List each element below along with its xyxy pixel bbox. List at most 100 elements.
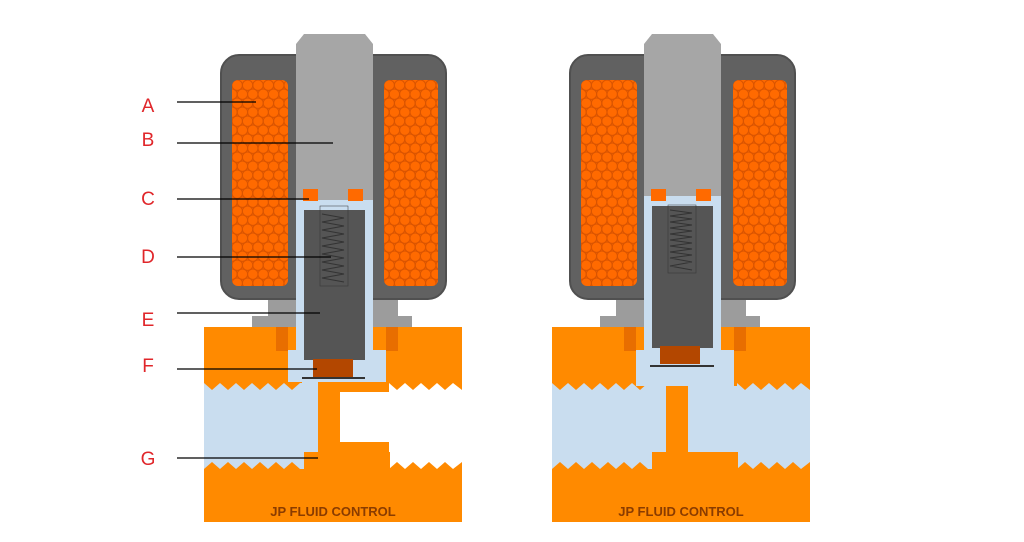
plunger [652, 206, 713, 348]
coil-wire-turn [779, 106, 787, 118]
spring [321, 213, 345, 283]
coil-wire-turn [627, 88, 637, 100]
seal [660, 346, 700, 364]
coil-wire-turn [283, 241, 288, 253]
callout-e: E [141, 310, 155, 331]
coil-wire-turn [435, 187, 438, 199]
coil-wire-turn [430, 160, 438, 172]
coil-wire-turn [435, 115, 438, 127]
coil-wire-turn [283, 223, 288, 235]
coil-wire-turn [779, 124, 787, 136]
coil-wire-turn [435, 241, 438, 253]
coil-wire-turn [278, 250, 288, 262]
coil-wire-turn [784, 277, 787, 286]
coil-wire-turn [632, 115, 637, 127]
coil-wire-turn [283, 277, 288, 286]
callout-c: C [141, 189, 155, 210]
coil-wire-turn [435, 205, 438, 217]
coil-wire-turn [283, 169, 288, 181]
coil-wire-turn [632, 97, 637, 109]
coil-wire-turn [430, 178, 438, 190]
coil-winding-right [384, 80, 438, 286]
coil-wire-turn [283, 151, 288, 163]
coil-wire-turn [784, 80, 787, 91]
coil-wire-turn [435, 80, 438, 91]
coil-wire-turn [430, 232, 438, 244]
coil-wire-turn [784, 205, 787, 217]
coil-wire-turn [627, 124, 637, 136]
coil-wire-turn [779, 142, 787, 154]
coil-wire-turn [784, 169, 787, 181]
inlet-port [552, 383, 652, 469]
coil-wire-turn [632, 205, 637, 217]
coil-wire-turn [278, 196, 288, 208]
coil-wire-turn [627, 250, 637, 262]
shading-ring-right [696, 189, 711, 201]
coil-wire-turn [283, 115, 288, 127]
coil-wire-turn [784, 115, 787, 127]
outlet-thread [389, 383, 462, 469]
coil-wire-turn [283, 133, 288, 145]
orifice-partition [666, 386, 688, 452]
callout-g: G [140, 449, 156, 470]
coil-wire-turn [627, 196, 637, 208]
coil-wire-turn [435, 277, 438, 286]
coil-wire-turn [283, 97, 288, 109]
coil-wire-turn [283, 80, 288, 91]
coil-wire-turn [627, 160, 637, 172]
coil-wire-turn [278, 232, 288, 244]
coil-wire-turn [278, 88, 288, 100]
coil-wire-turn [779, 214, 787, 226]
coil-wire-turn [632, 151, 637, 163]
coil-wire-turn [632, 277, 637, 286]
coil-wire-turn [435, 259, 438, 271]
callout-b: B [141, 130, 155, 151]
coil-wire-turn [632, 169, 637, 181]
brand-label: JP FLUID CONTROL [270, 504, 395, 519]
coil-wire-turn [779, 232, 787, 244]
coil-wire-turn [784, 223, 787, 235]
coil-wire-turn [784, 97, 787, 109]
plunger [304, 210, 365, 360]
brand-label: JP FLUID CONTROL [618, 504, 743, 519]
outlet-port [737, 383, 810, 469]
coil-wire-turn [779, 250, 787, 262]
coil-wire-turn [278, 160, 288, 172]
coil-wire-turn [278, 214, 288, 226]
coil-wire-turn [779, 88, 787, 100]
coil-wire-turn [784, 187, 787, 199]
coil-wire-turn [278, 106, 288, 118]
coil-wire-turn [430, 106, 438, 118]
coil-wire-turn [283, 259, 288, 271]
coil-wire-turn [430, 214, 438, 226]
inlet-port [204, 383, 304, 469]
leader-lines [177, 101, 333, 459]
coil-wire-turn [627, 142, 637, 154]
coil-wire-turn [435, 223, 438, 235]
coil-wire-turn [779, 268, 787, 280]
coil-wire-turn [632, 259, 637, 271]
coil-wire-turn [632, 241, 637, 253]
coil-winding-right [733, 80, 787, 286]
coil-wire-turn [435, 97, 438, 109]
coil-wire-turn [430, 196, 438, 208]
outlet-port [389, 383, 462, 469]
shading-ring-left [303, 189, 318, 201]
coil-wire-turn [278, 178, 288, 190]
coil-wire-turn [435, 151, 438, 163]
coil-wire-turn [779, 178, 787, 190]
open-valve: JP FLUID CONTROL [552, 34, 810, 522]
coil-wire-turn [430, 250, 438, 262]
coil-wire-turn [627, 106, 637, 118]
callout-d: D [141, 247, 155, 268]
seal [313, 359, 353, 379]
coil-wire-turn [779, 160, 787, 172]
coil-wire-turn [627, 214, 637, 226]
coil-wire-turn [632, 133, 637, 145]
coil-wire-turn [632, 223, 637, 235]
coil-wire-turn [779, 196, 787, 208]
coil-wire-turn [627, 268, 637, 280]
coil-wire-turn [784, 133, 787, 145]
spring [669, 209, 693, 271]
